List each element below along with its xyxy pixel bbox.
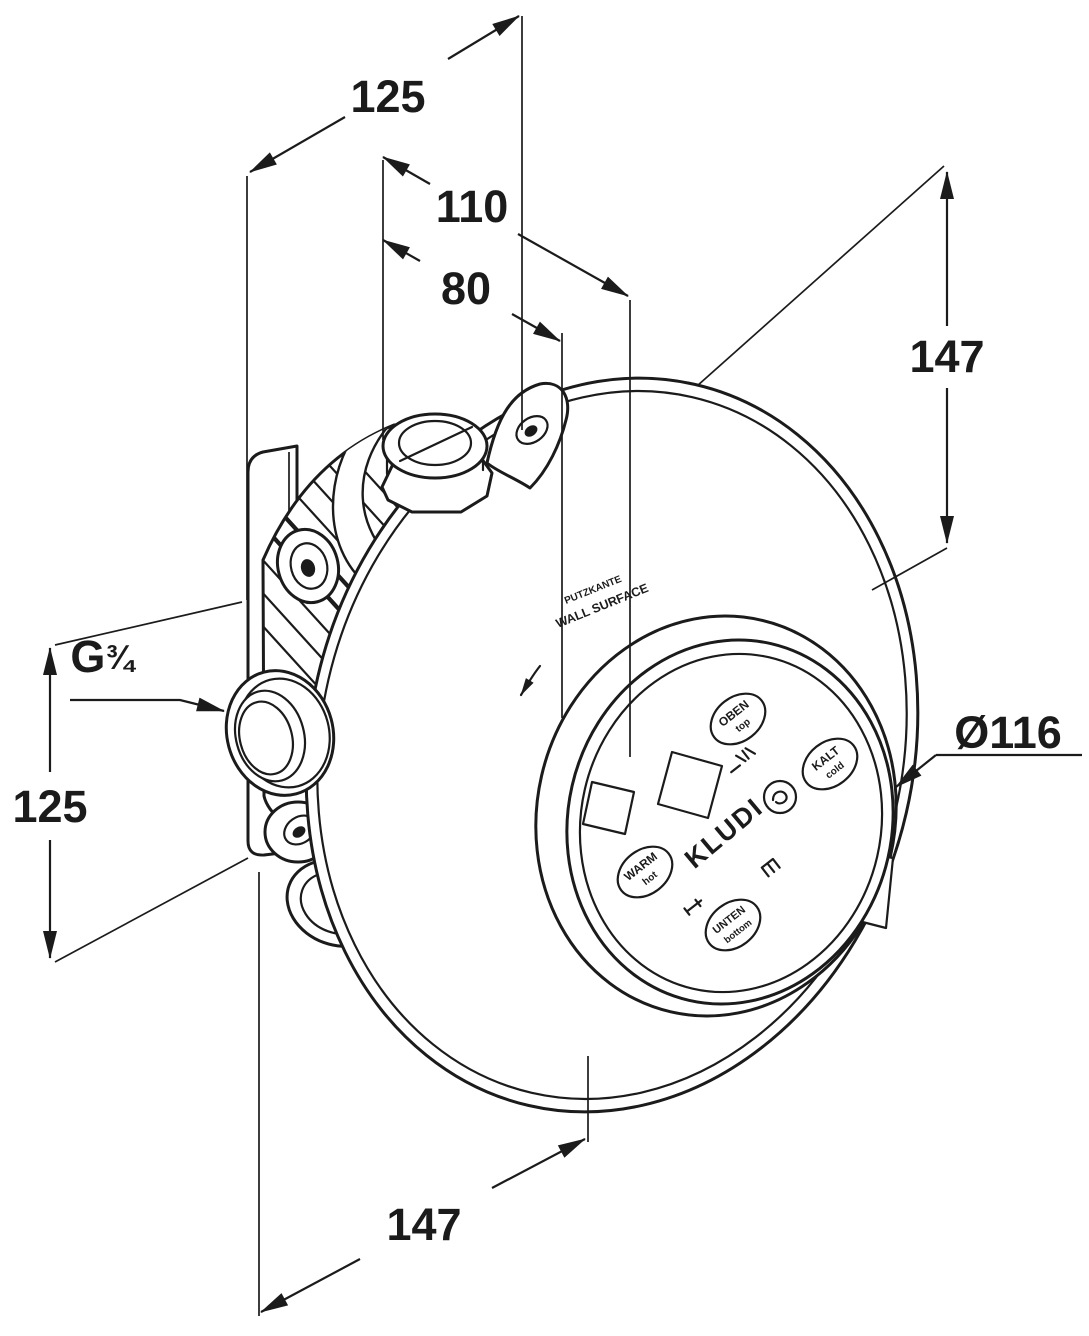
label-oval-right: KALT cold (801, 737, 859, 791)
cap-cutout-square-2 (581, 780, 636, 836)
screw-hole-center (524, 425, 538, 437)
dim-left-height-value: 125 (12, 781, 87, 832)
cap-face-inner (578, 652, 884, 994)
dim-depth-min: 80 (382, 239, 563, 718)
dim-thread: G¾ (70, 631, 225, 713)
wall-surface-arrow-icon (519, 664, 542, 697)
mounting-ear-top (485, 381, 570, 490)
dim-depth-max: 110 (382, 156, 631, 757)
top-port (380, 412, 494, 514)
dim-diameter: Ø116 (895, 707, 1082, 788)
cap-face (565, 638, 895, 1006)
dim-right-height-value: 147 (909, 331, 984, 382)
dim-depth-min-value: 80 (441, 263, 491, 314)
dimensions: 125 110 80 147 G¾ (12, 15, 1082, 1316)
screw-hole (515, 415, 549, 445)
screw-hole (289, 542, 329, 590)
inlet-port-g34 (224, 669, 336, 797)
dim-top-width: 125 (246, 15, 523, 600)
dim-top-width-value: 125 (350, 71, 425, 122)
cap-slot (398, 425, 474, 463)
dim-left-height: 125 (12, 601, 249, 963)
inlet-opening (233, 689, 307, 783)
screw-hole-center (300, 559, 316, 577)
dim-right-height: 147 (696, 165, 985, 591)
dim-bottom-width-value: 147 (386, 1199, 461, 1250)
port-cap (381, 412, 489, 480)
protective-cap: OBEN top KALT cold WARM hot UNTEN bottom… (534, 614, 898, 1018)
dim-bottom-width: 147 (258, 872, 589, 1316)
screw-hole-center (292, 826, 306, 838)
mounting-ear-left (275, 527, 341, 605)
cap-cutout-square-1 (656, 750, 724, 820)
cap-embossed-marks (683, 747, 781, 916)
dim-depth-max-value: 110 (436, 181, 509, 232)
kludi-logo-mark-icon (762, 779, 798, 815)
dim-diameter-value: Ø116 (954, 707, 1062, 758)
